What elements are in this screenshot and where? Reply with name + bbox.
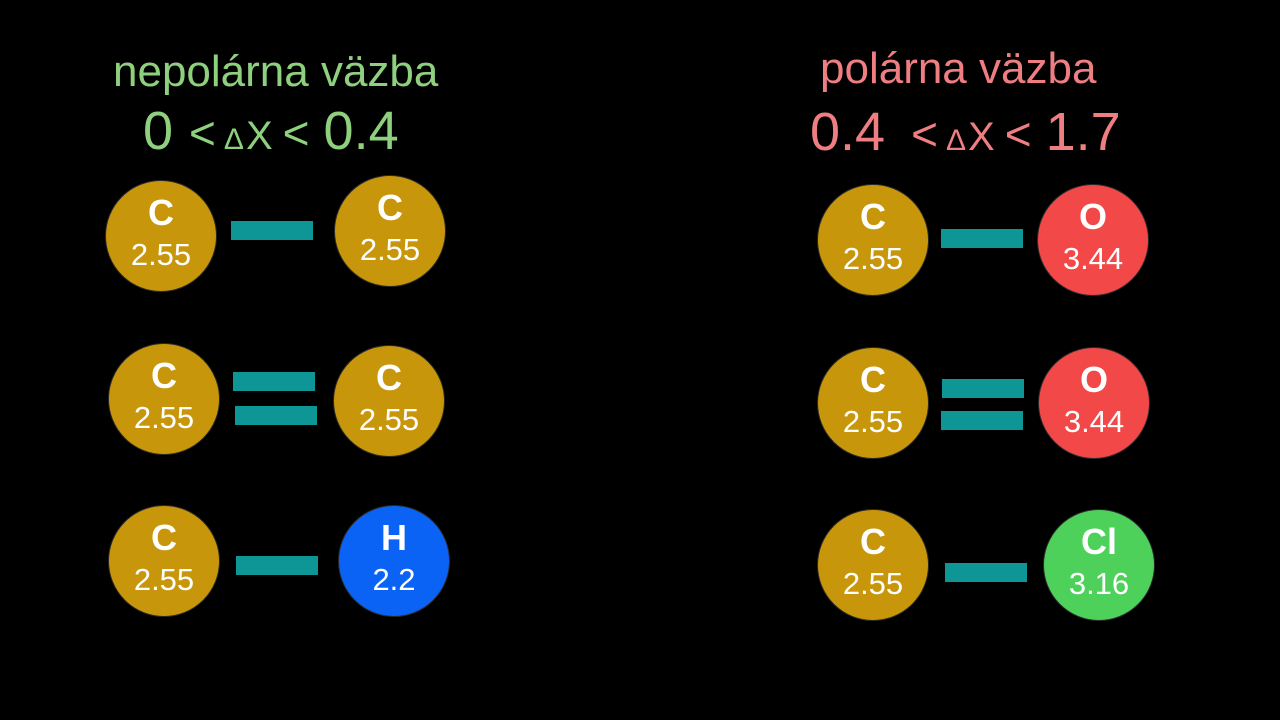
- atom-symbol: C: [860, 196, 886, 237]
- atom-symbol: O: [1079, 359, 1108, 400]
- nonpolar-range-lt1: <: [189, 107, 216, 159]
- nonpolar-range-high: 0.4: [323, 101, 399, 161]
- polar-range-low: 0.4: [810, 102, 886, 162]
- atom-carbon: C 2.55: [333, 345, 445, 457]
- polar-range-lt1: <: [911, 108, 938, 160]
- atom-electronegativity: 2.55: [130, 237, 192, 272]
- atom-carbon: C 2.55: [105, 180, 217, 292]
- double-bond-line-bottom: [235, 406, 317, 425]
- atom-symbol: C: [860, 521, 886, 562]
- atom-hydrogen: H 2.2: [338, 505, 450, 617]
- nonpolar-range-low: 0: [143, 101, 174, 161]
- atom-electronegativity: 2.55: [133, 400, 195, 435]
- atom-carbon: C 2.55: [817, 509, 929, 621]
- atom-symbol: C: [860, 359, 886, 400]
- atom-symbol: C: [151, 517, 177, 558]
- atom-electronegativity: 2.55: [842, 404, 904, 439]
- double-bond-line-top: [233, 372, 315, 391]
- atom-symbol: O: [1078, 196, 1107, 237]
- nonpolar-range-chi: X: [245, 114, 273, 158]
- atom-electronegativity: 3.44: [1063, 404, 1125, 439]
- polar-range-delta: Δ: [945, 124, 966, 157]
- atom-electronegativity: 2.55: [358, 402, 420, 437]
- atom-symbol: H: [381, 517, 407, 558]
- single-bond-line: [231, 221, 313, 240]
- atom-carbon: C 2.55: [108, 505, 220, 617]
- polar-range-lt2: <: [1004, 108, 1032, 160]
- atom-electronegativity: 3.44: [1062, 241, 1124, 276]
- atom-electronegativity: 2.55: [842, 566, 904, 601]
- atom-chlorine: Cl 3.16: [1043, 509, 1155, 621]
- atom-electronegativity: 2.55: [842, 241, 904, 276]
- polar-range-chi: X: [968, 115, 995, 159]
- polar-range-high: 1.7: [1045, 102, 1121, 162]
- nonpolar-range-lt2: <: [282, 107, 310, 159]
- double-bond-line-bottom: [941, 411, 1023, 430]
- atom-carbon: C 2.55: [334, 175, 446, 287]
- nonpolar-title: nepolárna väzba: [113, 47, 439, 96]
- atom-symbol: Cl: [1081, 521, 1117, 562]
- atom-carbon: C 2.55: [817, 347, 929, 459]
- atom-symbol: C: [151, 355, 177, 396]
- atom-symbol: C: [148, 192, 174, 233]
- polar-range: 0.4 < Δ X < 1.7: [810, 105, 1121, 159]
- nonpolar-range: 0 < Δ X < 0.4: [143, 104, 399, 158]
- atom-electronegativity: 2.55: [133, 562, 195, 597]
- atom-carbon: C 2.55: [817, 184, 929, 296]
- single-bond-line: [941, 229, 1023, 248]
- atom-electronegativity: 2.55: [359, 232, 421, 267]
- single-bond-line: [945, 563, 1027, 582]
- atom-oxygen: O 3.44: [1038, 347, 1150, 459]
- double-bond-line-top: [942, 379, 1024, 398]
- atom-symbol: C: [376, 357, 402, 398]
- polar-title: polárna väzba: [820, 44, 1097, 93]
- atom-symbol: C: [377, 187, 403, 228]
- nonpolar-range-delta: Δ: [223, 123, 244, 156]
- single-bond-line: [236, 556, 318, 575]
- atom-electronegativity: 3.16: [1068, 566, 1130, 601]
- atom-electronegativity: 2.2: [372, 562, 416, 597]
- atom-oxygen: O 3.44: [1037, 184, 1149, 296]
- atom-carbon: C 2.55: [108, 343, 220, 455]
